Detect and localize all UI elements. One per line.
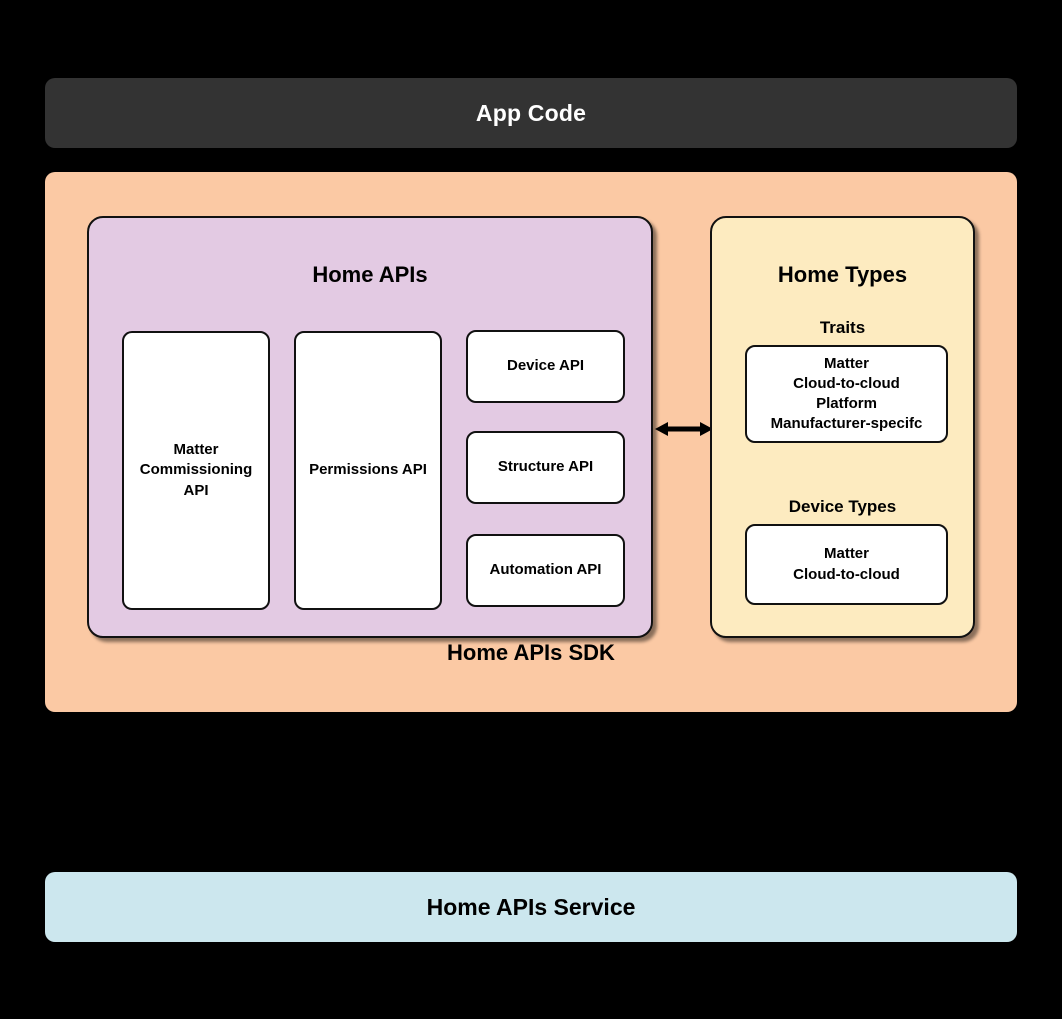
automation-api-box: Automation API [466, 534, 625, 607]
home-apis-title: Home APIs [312, 262, 428, 287]
app-code-block: App Code [45, 78, 1017, 148]
traits-heading: Traits [819, 318, 866, 337]
permissions-api-box: Permissions API [294, 331, 442, 610]
structure-api-box: Structure API [466, 431, 625, 504]
device-api-box: Device API [466, 330, 625, 403]
home-apis-service-label: Home APIs Service [426, 893, 636, 920]
home-apis-sdk-label: Home APIs SDK [447, 640, 615, 665]
home-apis-service-block: Home APIs Service [45, 872, 1017, 942]
home-types-title: Home Types [777, 262, 908, 287]
device-types-heading: Device Types [788, 497, 897, 516]
bidirectional-arrow-icon [655, 422, 713, 436]
app-code-label: App Code [475, 99, 587, 126]
